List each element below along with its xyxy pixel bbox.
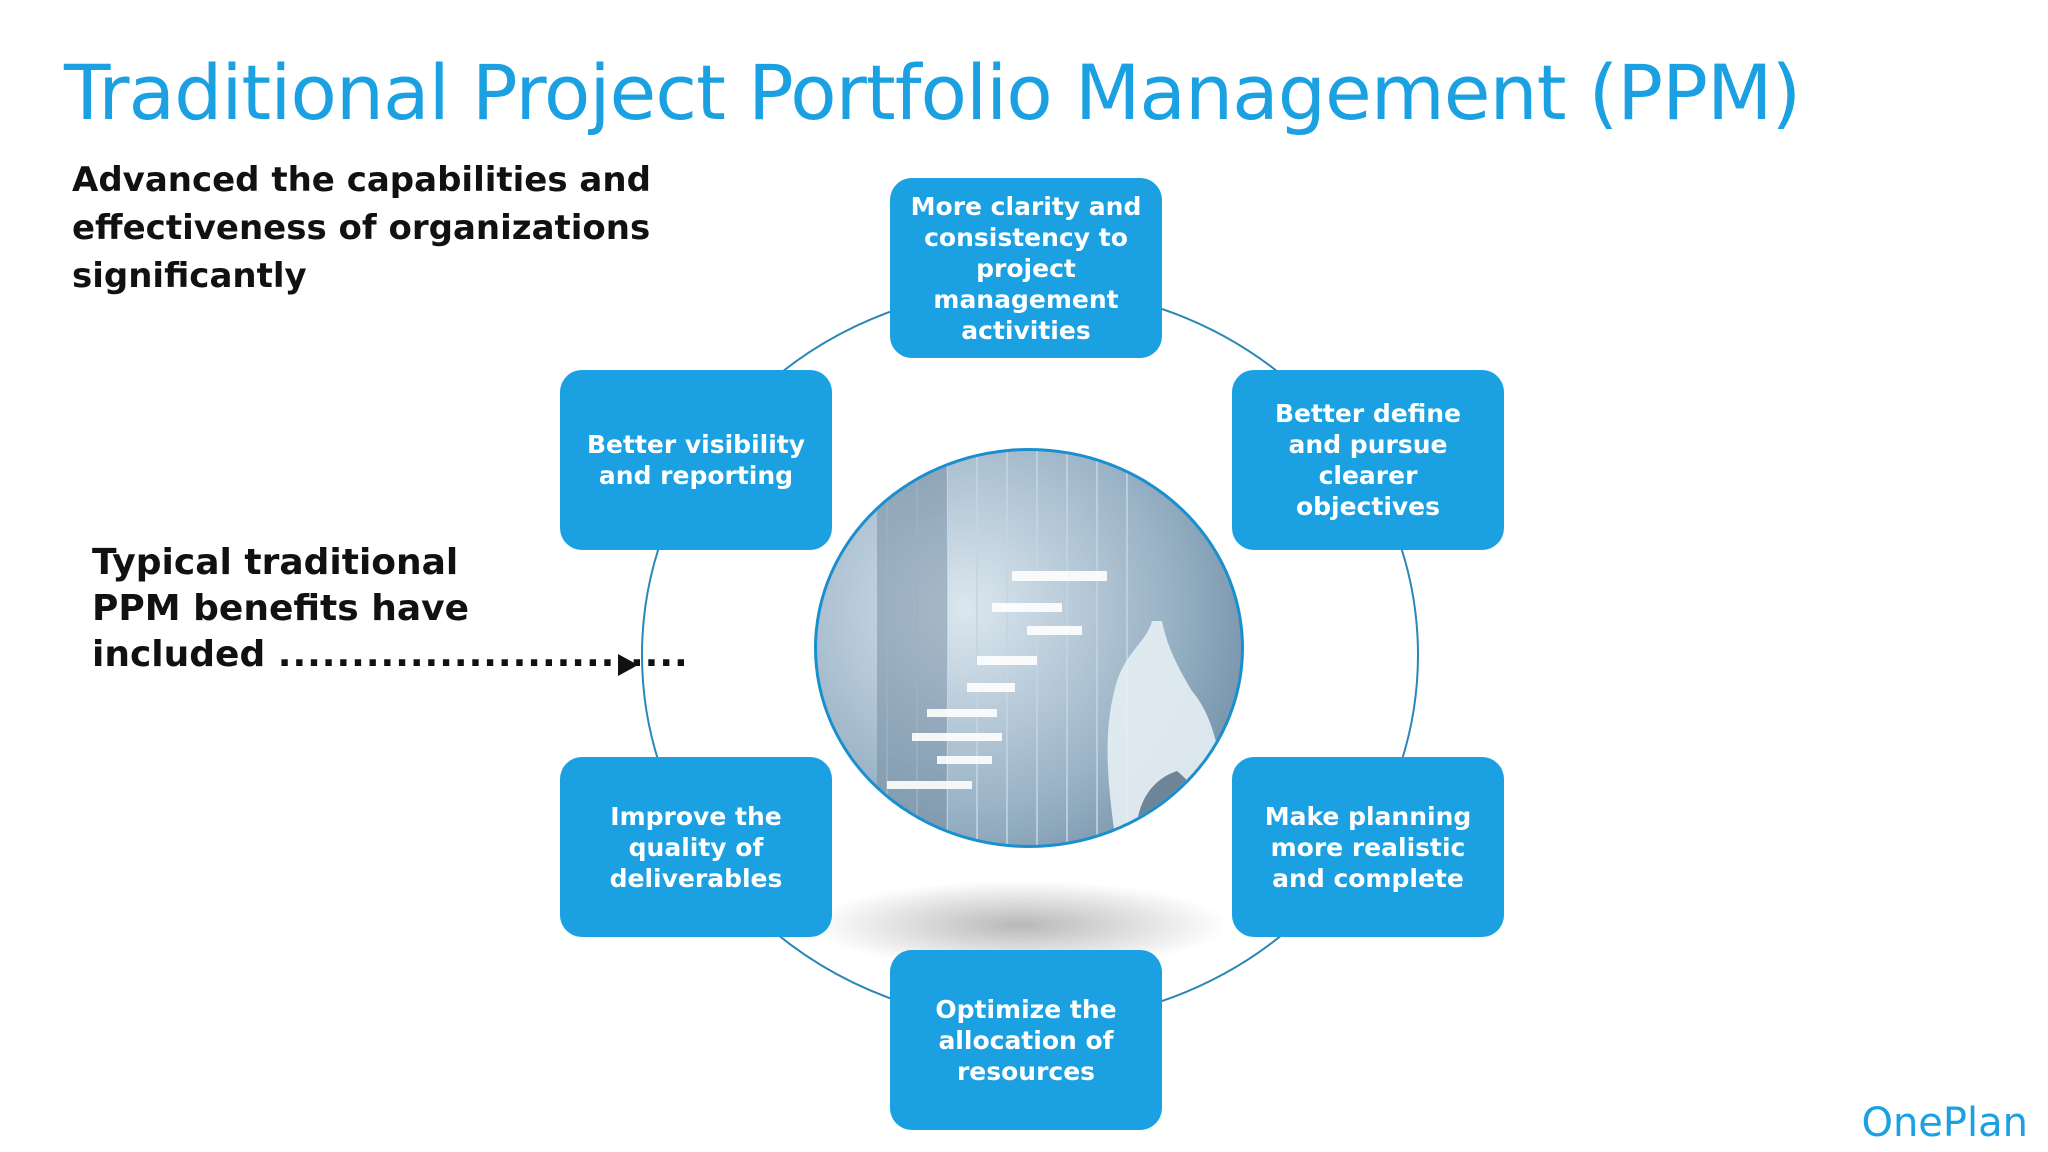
gantt-hand-illustration — [877, 451, 1224, 845]
side-callout-word: included — [92, 634, 266, 675]
benefit-box-planning: Make planning more realistic and complet… — [1232, 757, 1504, 937]
center-picture — [814, 448, 1244, 848]
oneplan-logo: OnePlan — [1861, 1100, 2028, 1146]
benefit-box-visibility: Better visibility and reporting — [560, 370, 832, 550]
side-callout-line2: PPM benefits have — [92, 588, 470, 629]
slide-title: Traditional Project Portfolio Management… — [64, 48, 1801, 137]
side-callout-line1: Typical traditional — [92, 542, 459, 583]
benefit-box-quality: Improve the quality of deliverables — [560, 757, 832, 937]
slide-subtitle: Advanced the capabilities and effectiven… — [72, 160, 651, 296]
benefit-box-objectives: Better define and pursue clearer objecti… — [1232, 370, 1504, 550]
arrow-head-icon — [618, 654, 638, 676]
benefit-box-resources: Optimize the allocation of resources — [890, 950, 1162, 1130]
side-callout: Typical traditional PPM benefits have in… — [92, 540, 689, 678]
benefit-box-clarity: More clarity and consistency to project … — [890, 178, 1162, 358]
